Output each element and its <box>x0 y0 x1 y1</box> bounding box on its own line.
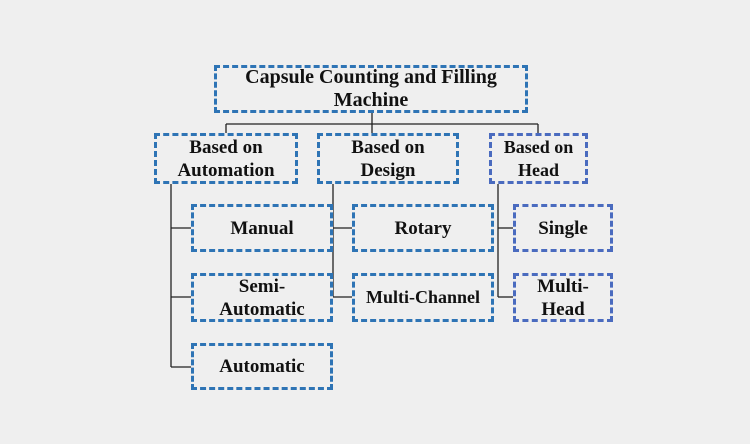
item-multi-channel: Multi-Channel <box>352 273 494 322</box>
manual-label: Manual <box>230 217 294 239</box>
root-line1: Capsule Counting and Filling <box>245 66 497 88</box>
design-line2: Design <box>360 159 416 181</box>
item-semi-automatic: Semi- Automatic <box>191 273 333 322</box>
item-rotary: Rotary <box>352 204 494 252</box>
category-design: Based on Design <box>317 133 459 184</box>
rotary-label: Rotary <box>394 217 452 239</box>
root-line2: Machine <box>333 89 409 111</box>
single-label: Single <box>538 217 588 239</box>
automation-line1: Based on <box>189 136 263 158</box>
automatic-label: Automatic <box>219 356 305 377</box>
design-line1: Based on <box>351 136 425 158</box>
multihead-line1: Multi- <box>537 275 589 297</box>
item-manual: Manual <box>191 204 333 252</box>
item-automatic: Automatic <box>191 343 333 390</box>
semi-line2: Automatic <box>219 298 305 320</box>
category-head: Based on Head <box>489 133 588 184</box>
item-single: Single <box>513 204 613 252</box>
category-automation: Based on Automation <box>154 133 298 184</box>
semi-line1: Semi- <box>238 275 286 297</box>
root-node: Capsule Counting and Filling Machine <box>214 65 528 113</box>
automation-line2: Automation <box>177 159 275 181</box>
multihead-line2: Head <box>541 298 585 320</box>
multichannel-label: Multi-Channel <box>365 287 480 307</box>
head-line2: Head <box>517 159 559 180</box>
head-line1: Based on <box>503 136 574 157</box>
item-multi-head: Multi- Head <box>513 273 613 322</box>
